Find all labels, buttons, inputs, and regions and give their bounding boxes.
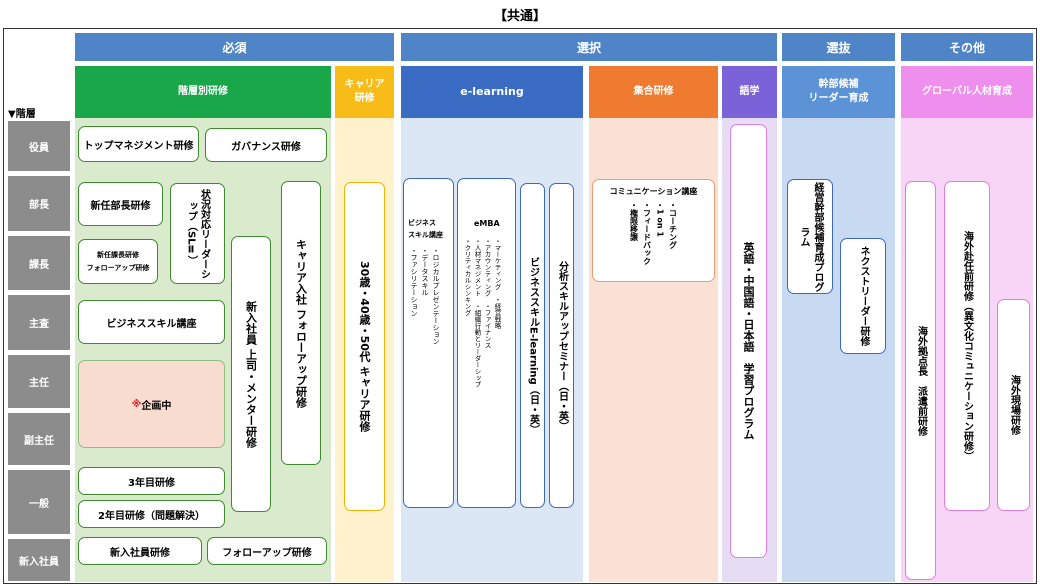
program-third-year: 3年目研修 [78,467,225,495]
level-examiner: 主査 [8,295,70,350]
program-situational-leadership: 状況対応リーダーシップ（SLⅡ） [170,183,225,284]
program-mentor-training: 新入社員 上司・メンター研修 [231,236,271,512]
program-new-employee: 新入社員研修 [78,537,202,565]
comm-items: ・コーチング ・1 on 1 ・フィードバック ・権限移譲 [629,201,678,265]
program-communication: コミュニケーション講座 ・コーチング ・1 on 1 ・フィードバック ・権限移… [592,179,715,282]
program-language: 英語・中国語・日本語 学習プログラム [730,124,767,558]
program-second-year: 2年目研修（問題解決） [78,500,225,528]
subcategory-career: キャリア 研修 [335,66,394,118]
el-emba-title: eMBA [474,219,500,228]
category-elective: 選択 [401,33,777,61]
comm-title: コミュニケーション講座 [609,187,698,196]
diagram-frame [3,28,1037,584]
level-officer: 役員 [8,121,70,171]
subcategory-group: 集合研修 [589,66,718,118]
program-next-leader: ネクストリーダー研修 [840,238,886,354]
planning-label: 企画中 [141,400,172,412]
program-business-elearning: ビジネススキルE-learning（日・英） [520,183,545,508]
planning-mark: ※ [131,398,142,410]
program-overseas-field: 海外現場研修 [997,299,1030,511]
el-business-title: ビジネス スキル講座 [408,219,443,239]
subcategory-language: 語学 [722,66,777,118]
level-general: 一般 [8,470,70,534]
program-midcareer-followup: キャリア入社 フォローアップ研修 [281,181,321,465]
category-required: 必須 [75,33,394,61]
level-dept-manager: 部長 [8,176,70,231]
program-analysis-seminar: 分析スキルアップセミナー（日・英） [549,183,574,508]
program-governance: ガバナンス研修 [205,128,327,162]
level-header: ▼階層 [8,109,36,120]
level-section-chief: 課長 [8,236,70,290]
program-new-dept-manager: 新任部長研修 [78,182,163,226]
program-new-section-chief: 新任課長研修 フォローアップ研修 [78,239,158,284]
subcategory-hierarchy: 階層別研修 [75,66,331,118]
subcategory-executive: 幹部候補 リーダー育成 [782,66,895,118]
el-emba-items: ・マーケティング ・経営戦略 ・アカウンティング ・ファイナンス ・人材マネジメ… [463,238,501,388]
category-selection: 選抜 [782,33,895,61]
el-business-items: ・ロジカルプレゼンテーション ・データスキル ・ファシリテーション [410,247,440,345]
program-top-management: トップマネジメント研修 [78,126,199,162]
program-followup: フォローアップ研修 [207,537,327,565]
program-planning: ※ 企画中 [78,360,225,448]
program-career-training: 30歳・40歳・50代 キャリア研修 [344,182,385,511]
program-exec-candidate: 経営幹部候補育成プログラム [787,179,833,294]
level-new-employee: 新入社員 [8,539,70,581]
subcategory-global: グローバル人材育成 [901,66,1033,118]
program-el-emba: eMBA ・マーケティング ・経営戦略 ・アカウンティング ・ファイナンス ・人… [457,178,516,508]
level-deputy-chief: 副主任 [8,413,70,465]
program-el-business-skill: ビジネス スキル講座 ・ロジカルプレゼンテーション ・データスキル ・ファシリテ… [403,178,454,508]
program-overseas-pre-dispatch: 海外拠点長 派遣前研修 [905,181,936,580]
level-chief: 主任 [8,355,70,408]
subcategory-elearning: e-learning [401,66,583,118]
program-business-skill: ビジネススキル講座 [78,300,225,344]
program-overseas-assignment: 海外赴任前研修（異文化コミュニケーション研修） [944,181,990,511]
category-other: その他 [901,33,1033,61]
page-title: 【共通】 [493,9,546,24]
